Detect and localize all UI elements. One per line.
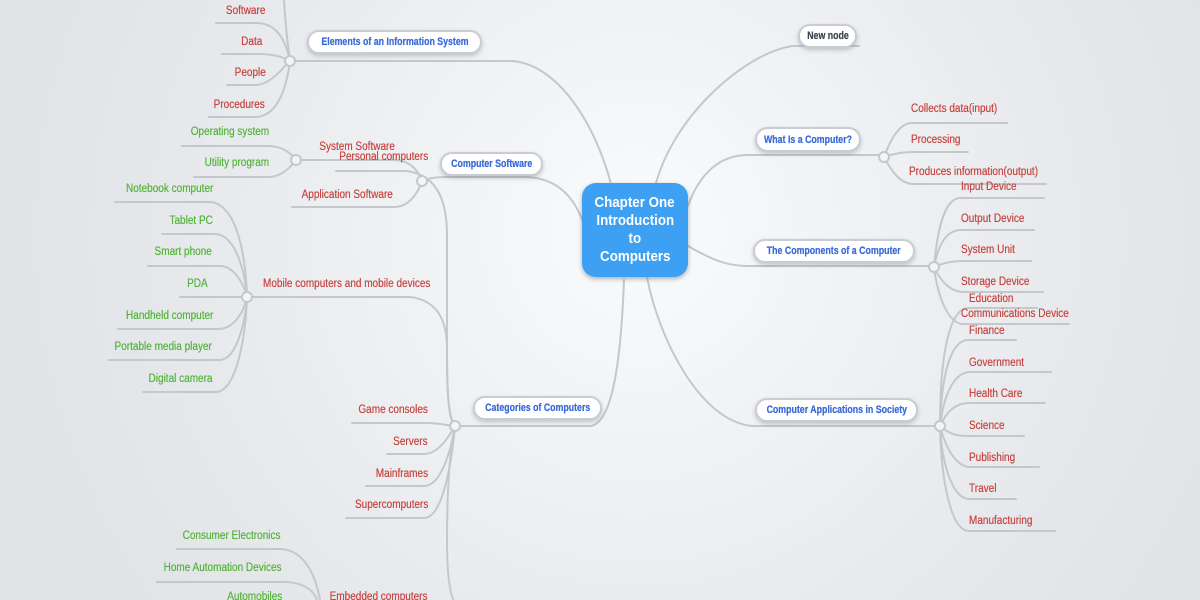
node-communications-device[interactable]: Communications Device: [961, 308, 1069, 320]
node-consumer-electronics[interactable]: Consumer Electronics: [182, 530, 280, 542]
node-automobiles[interactable]: Automobiles: [226, 591, 282, 600]
node-home-automation-devices[interactable]: Home Automation Devices: [164, 562, 282, 574]
topic-label: New node: [806, 30, 849, 42]
topic-computer-applications-in-society[interactable]: Computer Applications in Society: [755, 398, 918, 422]
central-node-line: Computers: [599, 249, 671, 265]
node-operating-system[interactable]: Operating system: [190, 126, 269, 138]
node-system-unit[interactable]: System Unit: [961, 244, 1015, 256]
topic-label: Elements of an Information System: [320, 36, 469, 48]
node-health-care[interactable]: Health Care: [969, 388, 1023, 400]
topic-the-components-of-a-computer[interactable]: The Components of a Computer: [753, 239, 915, 263]
node-publishing[interactable]: Publishing: [969, 452, 1016, 464]
node-produces-information-output[interactable]: Produces information(output): [909, 166, 1039, 178]
node-application-software[interactable]: Application Software: [301, 189, 393, 201]
node-government[interactable]: Government: [969, 357, 1025, 369]
central-node[interactable]: Chapter One Introduction to Computers: [582, 183, 688, 277]
node-travel[interactable]: Travel: [969, 483, 997, 495]
topic-label: Categories of Computers: [484, 402, 591, 414]
topic-label: Computer Software: [450, 158, 533, 170]
node-servers[interactable]: Servers: [393, 436, 428, 448]
topic-computer-software[interactable]: Computer Software: [440, 152, 543, 176]
node-portable-media-player[interactable]: Portable media player: [114, 341, 212, 353]
topic-elements-of-an-information-system[interactable]: Elements of an Information System: [307, 30, 482, 54]
node-software[interactable]: Software: [225, 5, 265, 17]
topic-label: The Components of a Computer: [767, 245, 901, 257]
node-system-software[interactable]: System Software: [319, 141, 395, 153]
node-supercomputers[interactable]: Supercomputers: [354, 499, 428, 511]
node-procedures[interactable]: Procedures: [213, 99, 265, 111]
node-personal-computers[interactable]: Personal computers: [339, 151, 428, 163]
connectors: [108, 0, 1070, 600]
topic-label: What Is a Computer?: [764, 133, 853, 146]
central-node-line: to: [628, 231, 642, 247]
node-processing[interactable]: Processing: [911, 134, 961, 146]
topic-new-node[interactable]: New node: [798, 24, 857, 48]
node-collects-data-input[interactable]: Collects data(input): [911, 103, 998, 115]
node-storage-device[interactable]: Storage Device: [961, 276, 1030, 288]
node-education[interactable]: Education: [969, 293, 1014, 305]
node-input-device[interactable]: Input Device: [961, 181, 1017, 193]
node-digital-camera[interactable]: Digital camera: [148, 373, 212, 385]
node-science[interactable]: Science: [969, 420, 1005, 432]
topic-label: Computer Applications in Society: [766, 404, 907, 416]
node-mobile-computers-and-mobile-devices[interactable]: Mobile computers and mobile devices: [262, 278, 430, 290]
central-node-line: Introduction: [596, 213, 674, 229]
node-tablet-pc[interactable]: Tablet PC: [169, 215, 213, 227]
branch-hubs: [241, 55, 946, 432]
node-utility-program[interactable]: Utility program: [204, 157, 269, 169]
central-node-line: Chapter One: [594, 195, 676, 211]
node-handheld-computer[interactable]: Handheld computer: [125, 310, 213, 322]
node-mainframes[interactable]: Mainframes: [375, 468, 428, 480]
node-smart-phone[interactable]: Smart phone: [154, 246, 212, 258]
node-notebook-computer[interactable]: Notebook computer: [125, 183, 213, 195]
node-game-consoles[interactable]: Game consoles: [358, 404, 428, 416]
node-people[interactable]: People: [234, 67, 266, 79]
node-embedded-computers[interactable]: Embedded computers: [330, 591, 428, 600]
node-output-device[interactable]: Output Device: [961, 213, 1025, 225]
node-manufacturing[interactable]: Manufacturing: [969, 515, 1033, 527]
node-data[interactable]: Data: [240, 36, 262, 48]
node-finance[interactable]: Finance: [969, 325, 1005, 337]
topic-what-is-a-computer[interactable]: What Is a Computer?: [755, 127, 861, 152]
topic-categories-of-computers[interactable]: Categories of Computers: [473, 396, 602, 420]
node-pda[interactable]: PDA: [187, 278, 208, 290]
